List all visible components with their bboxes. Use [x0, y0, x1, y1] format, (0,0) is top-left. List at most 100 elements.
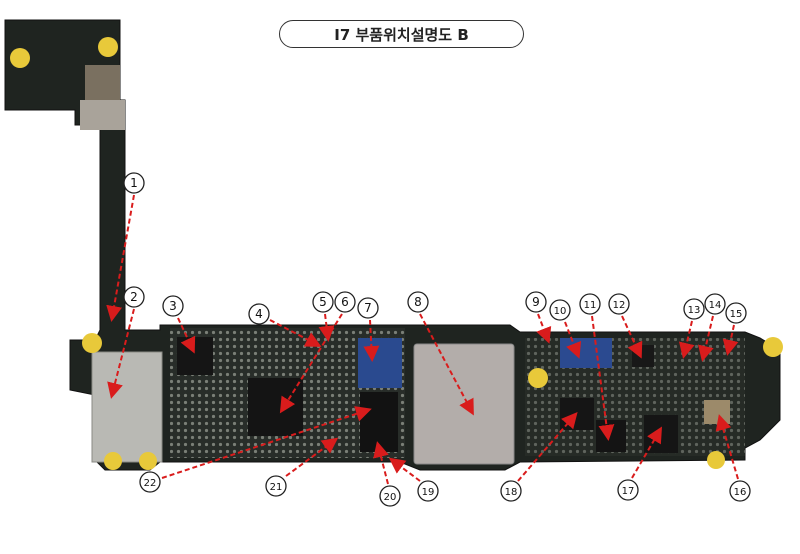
callout-circle [357, 297, 379, 319]
callout-arrow-7 [363, 319, 380, 362]
callout-marker-9: 9 [525, 291, 547, 313]
callout-marker-4: 4 [248, 303, 270, 325]
callout-label: 1 [130, 176, 138, 190]
callout-label: 2 [130, 290, 138, 304]
callout-marker-7: 7 [357, 297, 379, 319]
callout-marker-15: 15 [725, 302, 747, 324]
callout-circle [725, 302, 747, 324]
callout-circle [379, 485, 401, 507]
callout-arrow-15 [722, 324, 739, 356]
callout-label: 14 [709, 300, 722, 311]
gold-pad [10, 48, 30, 68]
callout-marker-1: 1 [123, 172, 145, 194]
callout-label: 12 [613, 300, 626, 311]
shield-center [413, 343, 515, 465]
callout-arrow-8 [419, 313, 474, 416]
callout-circle [248, 303, 270, 325]
callout-circle [312, 291, 334, 313]
chip-16 [704, 400, 730, 424]
callout-label: 17 [622, 486, 635, 497]
callout-label: 9 [532, 295, 540, 309]
gold-pad [763, 337, 783, 357]
callout-marker-11: 11 [579, 293, 601, 315]
chip-12 [632, 345, 654, 367]
callout-label: 22 [144, 478, 157, 489]
callout-marker-20: 20 [379, 485, 401, 507]
callout-label: 11 [584, 300, 597, 311]
callout-label: 3 [169, 299, 177, 313]
callout-circle [139, 471, 161, 493]
callout-arrow-13 [678, 320, 695, 359]
callout-circle [617, 479, 639, 501]
callout-label: 8 [414, 295, 422, 309]
chip-11 [596, 420, 626, 452]
gold-pad [139, 452, 157, 470]
pcb-board [4, 19, 783, 471]
callout-marker-3: 3 [162, 295, 184, 317]
diagram-title: I7 부품위치설명도 B [279, 20, 524, 48]
callout-circle [123, 172, 145, 194]
callout-marker-12: 12 [608, 293, 630, 315]
callout-label: 7 [364, 301, 372, 315]
callout-marker-10: 10 [549, 299, 571, 321]
chip-3 [177, 337, 213, 375]
callout-label: 19 [422, 487, 435, 498]
callout-label: 4 [255, 307, 263, 321]
callout-marker-8: 8 [407, 291, 429, 313]
callout-arrow-14 [697, 315, 714, 362]
shield-left [91, 351, 163, 463]
gold-pad [104, 452, 122, 470]
callout-marker-17: 17 [617, 479, 639, 501]
callout-arrow-16 [715, 414, 739, 480]
callout-arrow-9 [536, 313, 552, 344]
gold-pad [98, 37, 118, 57]
callout-circle [549, 299, 571, 321]
callout-arrow-2 [107, 308, 135, 399]
callout-circle [407, 291, 429, 313]
callout-circle [123, 286, 145, 308]
callout-arrow-11 [591, 315, 615, 441]
callout-label: 20 [384, 492, 397, 503]
callout-circle [265, 475, 287, 497]
chip-6 [248, 378, 303, 436]
callout-marker-22: 22 [139, 471, 161, 493]
callout-arrow-18 [517, 411, 578, 482]
callout-arrow-20 [373, 441, 389, 485]
callout-marker-21: 21 [265, 475, 287, 497]
gold-pad [82, 333, 102, 353]
callout-circle [417, 480, 439, 502]
callout-arrow-1 [106, 194, 135, 322]
callout-marker-13: 13 [683, 298, 705, 320]
callout-label: 15 [730, 309, 743, 320]
callout-circle [579, 293, 601, 315]
callout-marker-14: 14 [704, 293, 726, 315]
chip-10 [560, 338, 612, 368]
callout-arrow-10 [564, 321, 582, 359]
callout-arrow-22 [161, 406, 372, 479]
callout-arrow-6 [279, 313, 343, 414]
callout-marker-6: 6 [334, 291, 356, 313]
callout-circle [162, 295, 184, 317]
callout-label: 13 [688, 305, 701, 316]
callout-label: 5 [319, 295, 327, 309]
gold-pad [707, 451, 725, 469]
chip-7 [358, 338, 402, 388]
callout-marker-2: 2 [123, 286, 145, 308]
callout-marker-19: 19 [417, 480, 439, 502]
callout-label: 10 [554, 306, 567, 317]
callout-marker-18: 18 [500, 480, 522, 502]
callout-circle [500, 480, 522, 502]
callout-arrow-4 [269, 319, 322, 347]
callout-arrow-3 [177, 317, 196, 354]
callout-label: 16 [734, 487, 747, 498]
stem-chip [85, 65, 120, 100]
callout-arrow-19 [388, 457, 421, 482]
stem-shield [80, 100, 125, 130]
callout-circle [683, 298, 705, 320]
callout-circle [608, 293, 630, 315]
callout-circle [704, 293, 726, 315]
chip-20 [360, 392, 398, 452]
callout-arrows [106, 194, 739, 485]
